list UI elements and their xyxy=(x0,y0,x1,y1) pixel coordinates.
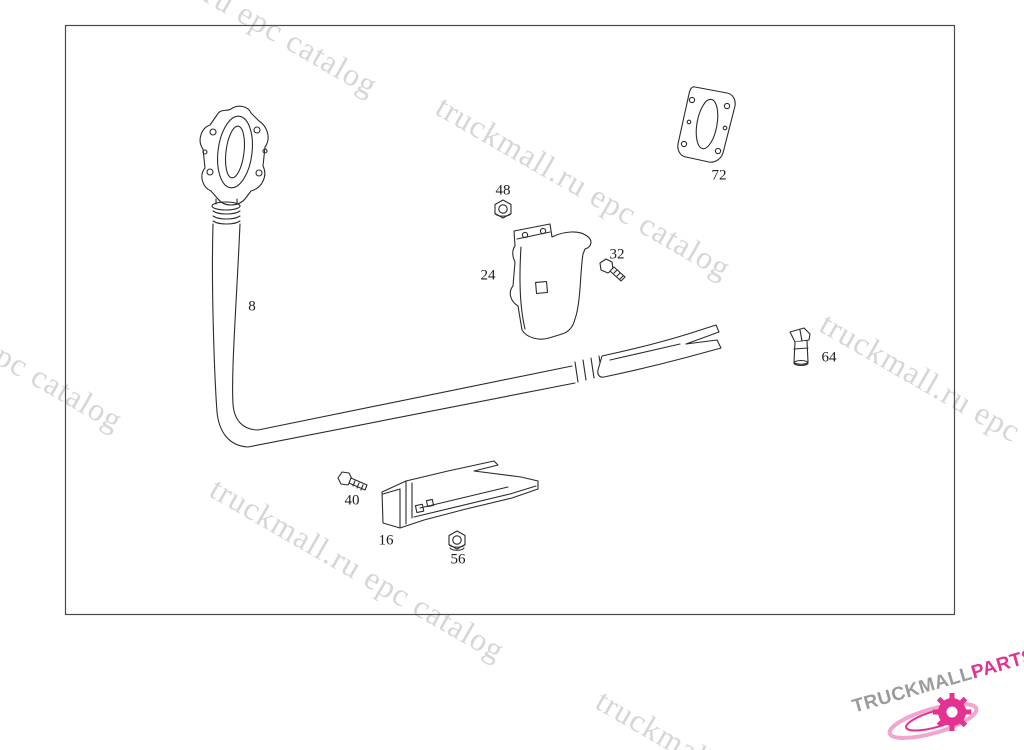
part-label-48: 48 xyxy=(495,182,511,199)
part-72-gasket-drawing xyxy=(677,86,736,163)
part-56-nut-drawing xyxy=(448,530,466,551)
part-label-64: 64 xyxy=(821,349,837,366)
part-label-56: 56 xyxy=(450,551,466,568)
part-40-bolt-drawing xyxy=(337,471,368,491)
part-24-bracket-drawing xyxy=(509,223,592,340)
part-label-24: 24 xyxy=(480,267,496,284)
part-label-8: 8 xyxy=(248,298,256,315)
part-8-pipe-drawing xyxy=(199,105,722,448)
part-32-bolt-drawing xyxy=(599,258,626,282)
logo-gear-icon xyxy=(887,693,979,740)
part-48-nut-drawing xyxy=(494,199,512,219)
part-label-16: 16 xyxy=(378,532,394,549)
part-64-connector-drawing xyxy=(789,327,811,367)
part-label-40: 40 xyxy=(344,492,360,509)
part-label-72: 72 xyxy=(711,167,727,184)
diagram-border xyxy=(64,24,956,616)
part-16-shield-drawing xyxy=(381,460,539,529)
part-label-32: 32 xyxy=(609,246,625,263)
